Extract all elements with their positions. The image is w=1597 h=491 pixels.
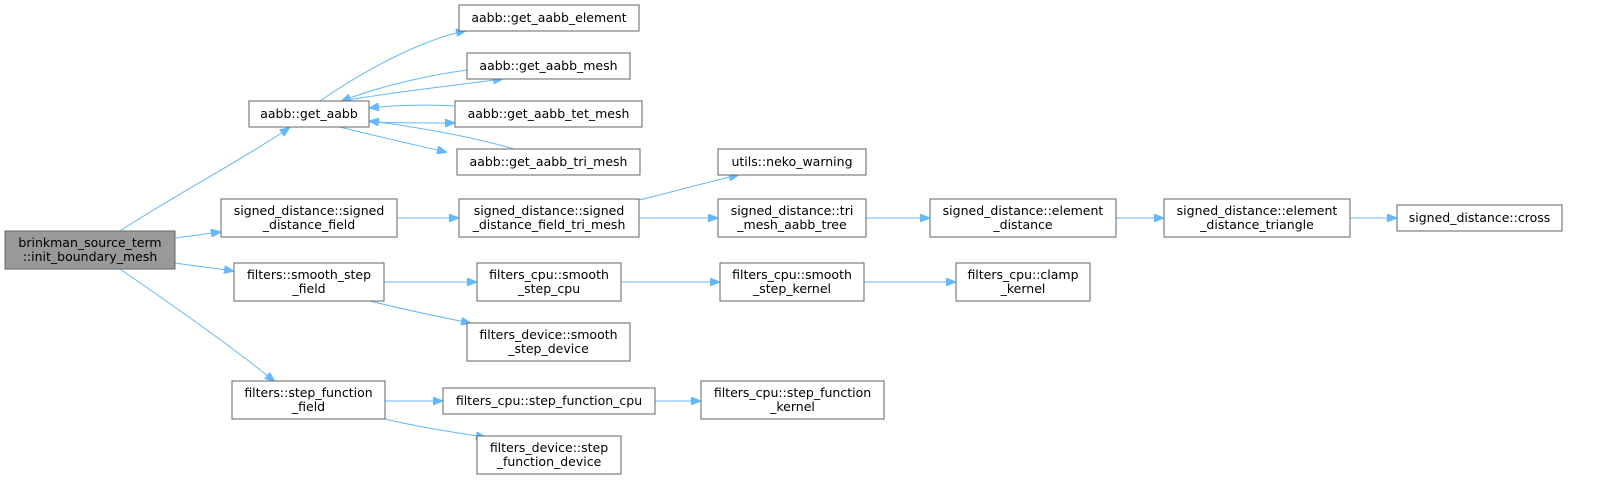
node-label: signed_distance::tri bbox=[731, 203, 854, 218]
edge-sd_field_tri-to-neko_warning bbox=[638, 175, 738, 201]
node-label: _kernel bbox=[769, 399, 815, 414]
node-box[interactable] bbox=[454, 100, 643, 128]
node-label: filters_cpu::step_function bbox=[714, 385, 871, 400]
node-box[interactable] bbox=[458, 4, 640, 32]
node-sd-cross[interactable]: signed_distance::cross bbox=[1396, 204, 1563, 232]
edge-root-to-step_function_field bbox=[119, 268, 274, 381]
edge-get_aabb-to-get_aabb_tri_mesh bbox=[339, 126, 446, 152]
node-neko-warning[interactable]: utils::neko_warning bbox=[717, 148, 867, 176]
edges-layer bbox=[119, 31, 1396, 437]
node-box[interactable] bbox=[248, 100, 370, 128]
node-label: filters_device::step bbox=[490, 440, 608, 455]
node-label: signed_distance::signed bbox=[234, 203, 385, 218]
node-label: brinkman_source_term bbox=[18, 235, 161, 250]
node-label: _step_kernel bbox=[752, 281, 831, 296]
node-element-distance[interactable]: signed_distance::element_distance bbox=[929, 198, 1117, 238]
node-label: aabb::get_aabb_tri_mesh bbox=[470, 154, 628, 169]
node-box[interactable] bbox=[233, 262, 385, 302]
node-get-aabb-mesh[interactable]: aabb::get_aabb_mesh bbox=[466, 52, 631, 80]
node-label: filters::step_function bbox=[244, 385, 372, 400]
node-step-function-cpu[interactable]: filters_cpu::step_function_cpu bbox=[442, 387, 656, 415]
node-label: _step_cpu bbox=[517, 281, 580, 296]
node-label: _function_device bbox=[496, 454, 602, 469]
node-label: _field bbox=[291, 281, 325, 296]
node-label: _mesh_aabb_tree bbox=[736, 217, 847, 232]
node-box[interactable] bbox=[442, 387, 656, 415]
node-box[interactable] bbox=[1163, 198, 1351, 238]
node-get-aabb-element[interactable]: aabb::get_aabb_element bbox=[458, 4, 640, 32]
node-box[interactable] bbox=[1396, 204, 1563, 232]
node-label: ::init_boundary_mesh bbox=[23, 249, 158, 264]
node-box[interactable] bbox=[717, 148, 867, 176]
node-smooth-step-field[interactable]: filters::smooth_step_field bbox=[233, 262, 385, 302]
node-label: filters_cpu::clamp bbox=[967, 267, 1078, 282]
node-tri-mesh-aabb-tree[interactable]: signed_distance::tri_mesh_aabb_tree bbox=[717, 198, 867, 238]
node-label: aabb::get_aabb_tet_mesh bbox=[468, 106, 630, 121]
node-sd-field-tri[interactable]: signed_distance::signed_distance_field_t… bbox=[458, 198, 640, 238]
node-element-distance-triangle[interactable]: signed_distance::element_distance_triang… bbox=[1163, 198, 1351, 238]
node-step-function-device[interactable]: filters_device::step_function_device bbox=[476, 435, 622, 475]
node-label: _distance_field_tri_mesh bbox=[472, 217, 626, 232]
node-label: filters_cpu::smooth bbox=[489, 267, 609, 282]
node-label: _field bbox=[291, 399, 325, 414]
node-label: utils::neko_warning bbox=[731, 154, 852, 169]
node-box[interactable] bbox=[466, 52, 631, 80]
node-label: aabb::get_aabb bbox=[260, 106, 358, 121]
edge-get_aabb_tri_mesh-to-get_aabb bbox=[370, 121, 515, 150]
edge-get_aabb-to-get_aabb_mesh bbox=[341, 79, 502, 102]
node-box[interactable] bbox=[456, 148, 641, 176]
edge-root-to-smooth_step_field bbox=[174, 262, 233, 271]
node-get-aabb-tri-mesh[interactable]: aabb::get_aabb_tri_mesh bbox=[456, 148, 641, 176]
node-label: aabb::get_aabb_element bbox=[471, 10, 626, 25]
node-root[interactable]: brinkman_source_term::init_boundary_mesh bbox=[4, 230, 176, 270]
node-box[interactable] bbox=[929, 198, 1117, 238]
node-sd-field[interactable]: signed_distance::signed_distance_field bbox=[220, 198, 398, 238]
node-label: _kernel bbox=[1000, 281, 1046, 296]
node-smooth-step-kernel[interactable]: filters_cpu::smooth_step_kernel bbox=[719, 262, 865, 302]
node-label: _distance_triangle bbox=[1199, 217, 1314, 232]
node-label: _distance_field bbox=[262, 217, 355, 232]
node-smooth-step-device[interactable]: filters_device::smooth_step_device bbox=[466, 322, 631, 362]
node-box[interactable] bbox=[4, 230, 176, 270]
node-box[interactable] bbox=[700, 380, 885, 420]
node-label: filters_cpu::step_function_cpu bbox=[456, 393, 642, 408]
node-box[interactable] bbox=[466, 322, 631, 362]
node-label: signed_distance::element bbox=[943, 203, 1104, 218]
node-clamp-kernel[interactable]: filters_cpu::clamp_kernel bbox=[955, 262, 1091, 302]
node-box[interactable] bbox=[220, 198, 398, 238]
edge-step_function_field-to-step_function_device bbox=[384, 418, 485, 437]
node-box[interactable] bbox=[719, 262, 865, 302]
edge-smooth_step_field-to-smooth_step_device bbox=[369, 300, 470, 323]
node-label: signed_distance::element bbox=[1177, 203, 1338, 218]
node-box[interactable] bbox=[717, 198, 867, 238]
node-label: _step_device bbox=[507, 341, 589, 356]
node-label: signed_distance::signed bbox=[474, 203, 625, 218]
node-smooth-step-cpu[interactable]: filters_cpu::smooth_step_cpu bbox=[476, 262, 622, 302]
node-label: filters::smooth_step bbox=[247, 267, 371, 282]
node-box[interactable] bbox=[231, 380, 386, 420]
edge-get_aabb-to-get_aabb_element bbox=[319, 31, 465, 102]
edge-root-to-sd_field bbox=[174, 232, 220, 239]
node-get-aabb[interactable]: aabb::get_aabb bbox=[248, 100, 370, 128]
node-step-function-kernel[interactable]: filters_cpu::step_function_kernel bbox=[700, 380, 885, 420]
node-label: aabb::get_aabb_mesh bbox=[479, 58, 617, 73]
node-label: filters_cpu::smooth bbox=[732, 267, 852, 282]
edge-get_aabb_mesh-to-get_aabb bbox=[342, 69, 468, 101]
node-box[interactable] bbox=[458, 198, 640, 238]
node-box[interactable] bbox=[955, 262, 1091, 302]
node-label: signed_distance::cross bbox=[1409, 210, 1551, 225]
node-box[interactable] bbox=[476, 435, 622, 475]
node-label: _distance bbox=[992, 217, 1053, 232]
edge-get_aabb_tet_mesh-to-get_aabb bbox=[370, 105, 456, 108]
node-get-aabb-tet-mesh[interactable]: aabb::get_aabb_tet_mesh bbox=[454, 100, 643, 128]
node-box[interactable] bbox=[476, 262, 622, 302]
node-step-function-field[interactable]: filters::step_function_field bbox=[231, 380, 386, 420]
edge-root-to-get_aabb bbox=[119, 128, 289, 232]
nodes-layer: brinkman_source_term::init_boundary_mesh… bbox=[4, 4, 1563, 475]
node-label: filters_device::smooth bbox=[479, 327, 617, 342]
